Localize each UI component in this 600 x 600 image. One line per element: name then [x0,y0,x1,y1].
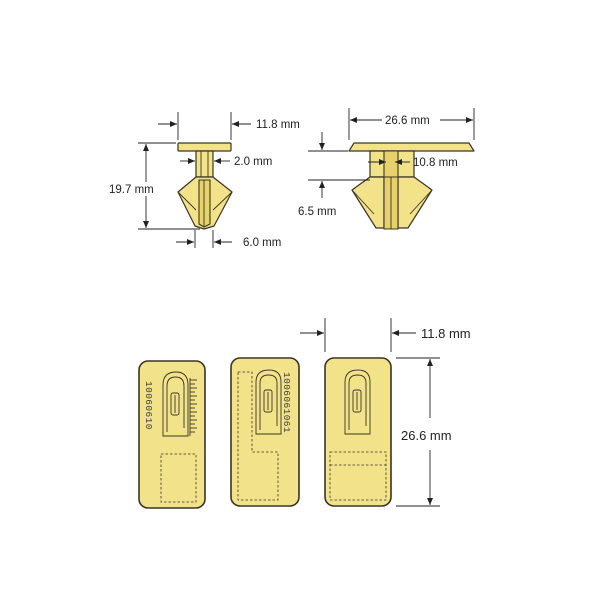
card-2: 1006061061 [230,357,300,507]
card-3: 11.8 mm 26.6 mm [300,318,471,507]
side-shank-label: 2.0 mm [234,156,272,168]
card-2-body [230,357,300,507]
front-shank-label: 10.8 mm [413,157,458,169]
card-width-label: 11.8 mm [421,326,471,341]
card-1-ruler [189,378,197,436]
side-view: 11.8 mm 2.0 mm 19.7 mm 6.0 mm [109,112,300,249]
front-head-width-label: 26.6 mm [385,115,430,127]
front-head-plate [348,142,475,152]
front-view: 26.6 mm 10.8 mm 6.5 mm [298,108,475,230]
front-panel-label: 6.5 mm [298,206,336,218]
side-height-label: 19.7 mm [109,184,154,196]
side-tip-label: 6.0 mm [243,237,281,249]
side-shank [195,150,214,178]
card-3-clip [344,369,371,435]
card-1-body [138,360,206,509]
side-head-plate [177,142,232,152]
card-1: 10060610 [138,360,206,509]
front-barb-right [397,176,433,229]
card-height-label: 26.6 mm [401,428,452,443]
card-2-code: 1006061061 [281,372,292,433]
card-2-label-area [237,371,279,501]
card-1-code: 10060610 [143,381,154,430]
card-3-label-area [329,451,387,501]
card-2-clip [255,369,282,435]
card-1-clip [162,371,189,437]
side-head-width-label: 11.8 mm [256,119,300,131]
front-barb-left [351,176,385,229]
card-3-body [324,357,392,507]
card-1-label-area [160,453,197,503]
